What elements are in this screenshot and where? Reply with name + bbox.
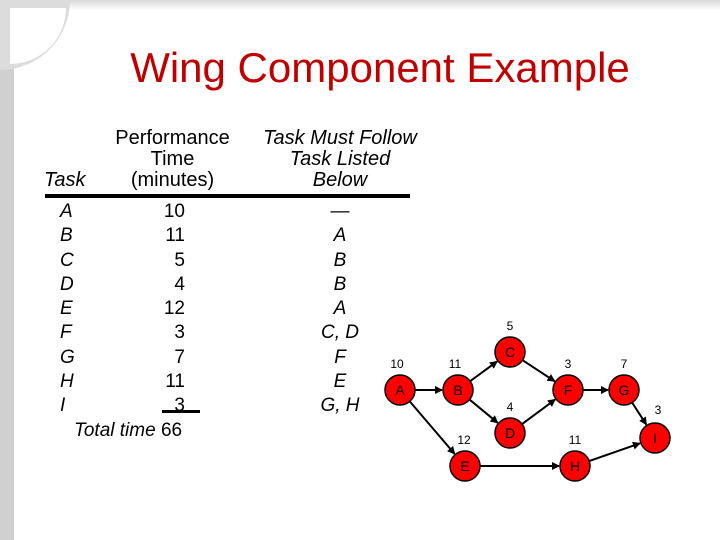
time-cell: 3 xyxy=(174,322,185,344)
time-cell: 12 xyxy=(163,298,185,320)
header-task: Task xyxy=(44,169,86,191)
node-c: C5 xyxy=(494,319,526,368)
node-a: A 10 xyxy=(384,357,416,406)
header-time-line: Performance xyxy=(115,127,230,149)
node-label: E xyxy=(460,458,469,474)
node-circle xyxy=(442,374,474,406)
time-cell: 3 xyxy=(174,395,185,417)
node-label: C xyxy=(505,344,515,360)
task-cell: A xyxy=(60,201,73,222)
node-circle xyxy=(494,336,526,368)
node-time-label: 7 xyxy=(621,357,628,371)
node-time-label: 5 xyxy=(507,319,514,333)
time-cell: 11 xyxy=(165,371,185,393)
node-label: F xyxy=(564,382,573,398)
node-e: E 12 xyxy=(449,433,481,482)
node-b: B 11 xyxy=(442,357,474,406)
task-cell: D xyxy=(60,273,74,295)
task-cell: E xyxy=(60,298,73,320)
node-time-label: 12 xyxy=(457,433,471,447)
node-label: H xyxy=(570,458,580,474)
edge-d-to-f xyxy=(521,398,556,425)
node-label: B xyxy=(453,382,462,398)
header-time-line: (minutes) xyxy=(130,169,215,191)
follow-cell: F xyxy=(334,346,346,368)
follow-cell: A xyxy=(333,225,347,247)
total-rule xyxy=(162,410,200,413)
task-cell: I xyxy=(60,395,66,417)
time-cell: 11 xyxy=(165,225,185,247)
time-column: 10 11 5 4 12 3 7 11 3 xyxy=(130,200,185,419)
node-time-label: 10 xyxy=(390,357,404,371)
header-follow-line: Task Listed xyxy=(289,148,391,170)
follow-cell: C, D xyxy=(321,322,359,344)
total-label: Total time xyxy=(74,420,156,441)
edge-a-to-e xyxy=(408,400,456,455)
task-cell: H xyxy=(60,371,74,393)
edge-b-to-c xyxy=(469,360,498,382)
time-cell: 10 xyxy=(163,201,185,222)
node-time-label: 3 xyxy=(655,403,662,417)
follow-cell: — xyxy=(330,201,350,222)
node-circle xyxy=(552,374,584,406)
node-circle xyxy=(384,374,416,406)
follow-cell: G, H xyxy=(320,395,360,417)
left-edge-decoration xyxy=(0,0,14,540)
task-cell: B xyxy=(60,225,73,247)
total-time: Total time 66 xyxy=(74,420,182,442)
follow-cell: B xyxy=(333,249,347,271)
node-circle xyxy=(494,417,526,449)
node-h: H 11 xyxy=(559,433,591,482)
node-g: G7 xyxy=(608,357,640,406)
edge-g-to-i xyxy=(631,402,648,426)
follow-cell: B xyxy=(333,273,347,295)
node-i: I3 xyxy=(639,403,671,454)
edge-b-to-d xyxy=(468,398,499,424)
total-value: 66 xyxy=(160,420,183,441)
slide-title: Wing Component Example xyxy=(130,44,630,91)
task-column: A B C D E F G H I xyxy=(60,200,100,419)
header-performance-time: Performance Time (minutes) xyxy=(100,128,245,191)
node-label: G xyxy=(619,382,630,398)
node-f: F3 xyxy=(552,357,584,406)
node-time-label: 11 xyxy=(569,433,582,447)
task-cell: G xyxy=(60,346,75,368)
edge-c-to-f xyxy=(521,359,556,383)
header-rule xyxy=(45,194,410,198)
node-circle xyxy=(559,450,591,482)
node-time-label: 4 xyxy=(507,400,514,414)
node-label: D xyxy=(505,425,515,441)
header-follow-line: Task Must Follow xyxy=(263,127,417,149)
top-edge-decoration xyxy=(0,0,720,10)
edge-h-to-i xyxy=(588,441,641,462)
time-cell: 4 xyxy=(174,273,185,295)
node-circle xyxy=(608,374,640,406)
node-label: I xyxy=(653,430,657,446)
header-task-must-follow: Task Must Follow Task Listed Below xyxy=(245,128,435,191)
node-time-label: 3 xyxy=(565,357,572,371)
header-time-line: Time xyxy=(150,148,195,170)
node-time-label: 11 xyxy=(449,357,462,371)
node-circle xyxy=(639,422,671,454)
node-label: A xyxy=(395,382,405,398)
time-cell: 5 xyxy=(174,249,185,271)
time-cell: 7 xyxy=(174,346,185,368)
follow-column: — A B B A C, D F E G, H xyxy=(300,200,380,419)
header-follow-line: Below xyxy=(312,169,368,191)
task-cell: F xyxy=(60,322,72,344)
follow-cell: E xyxy=(333,371,347,393)
follow-cell: A xyxy=(333,298,347,320)
node-circle xyxy=(449,450,481,482)
task-cell: C xyxy=(60,249,74,271)
node-d: D4 xyxy=(494,400,526,449)
